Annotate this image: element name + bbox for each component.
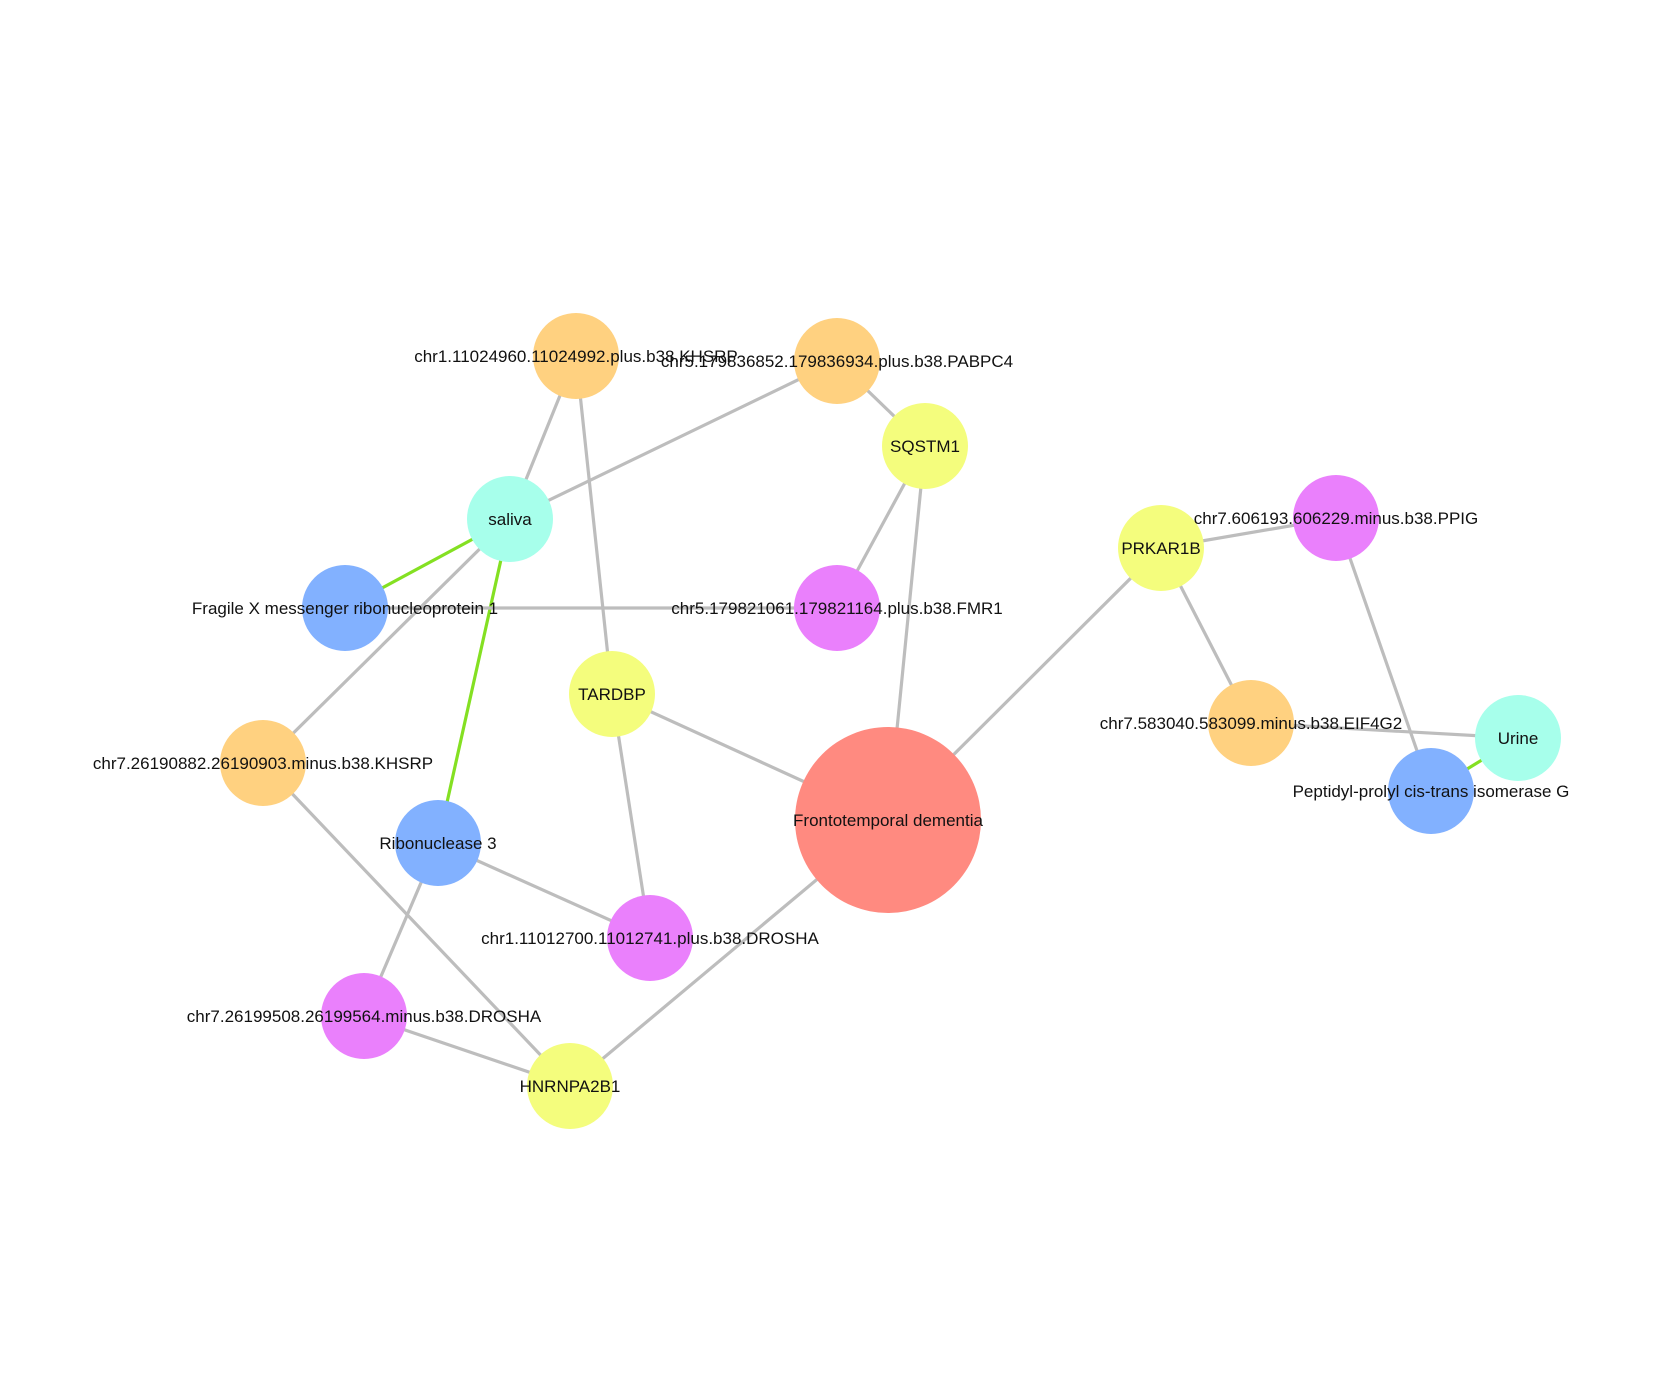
node-rnase3[interactable]: [395, 800, 481, 886]
node-fmr1[interactable]: [794, 565, 880, 651]
node-ppig_site[interactable]: [1293, 475, 1379, 561]
node-sqstm1[interactable]: [882, 403, 968, 489]
node-drosha7[interactable]: [321, 973, 407, 1059]
node-ppig_prot[interactable]: [1388, 748, 1474, 834]
node-khsrp7[interactable]: [220, 720, 306, 806]
node-ftd[interactable]: [795, 727, 981, 913]
nodes-layer: [220, 313, 1561, 1129]
edge-saliva-rnase3: [436, 517, 512, 845]
edge-saliva-khsrp7: [261, 517, 512, 765]
node-drosha1[interactable]: [607, 895, 693, 981]
edge-ppig_site-ppig_prot: [1334, 516, 1433, 793]
edge-khsrp7-hnrnpa2b1: [261, 761, 572, 1088]
node-saliva[interactable]: [467, 476, 553, 562]
node-prkar1b[interactable]: [1118, 505, 1204, 591]
node-khsrp1[interactable]: [533, 313, 619, 399]
edge-eif4g2-urine: [1249, 721, 1520, 740]
node-hnrnpa2b1[interactable]: [527, 1043, 613, 1129]
edge-pabpc4-saliva: [508, 359, 839, 521]
node-urine[interactable]: [1475, 695, 1561, 781]
node-pabpc4[interactable]: [794, 318, 880, 404]
node-tardbp[interactable]: [569, 651, 655, 737]
node-fmrp[interactable]: [302, 565, 388, 651]
node-eif4g2[interactable]: [1208, 680, 1294, 766]
edge-khsrp1-tardbp: [574, 354, 614, 696]
